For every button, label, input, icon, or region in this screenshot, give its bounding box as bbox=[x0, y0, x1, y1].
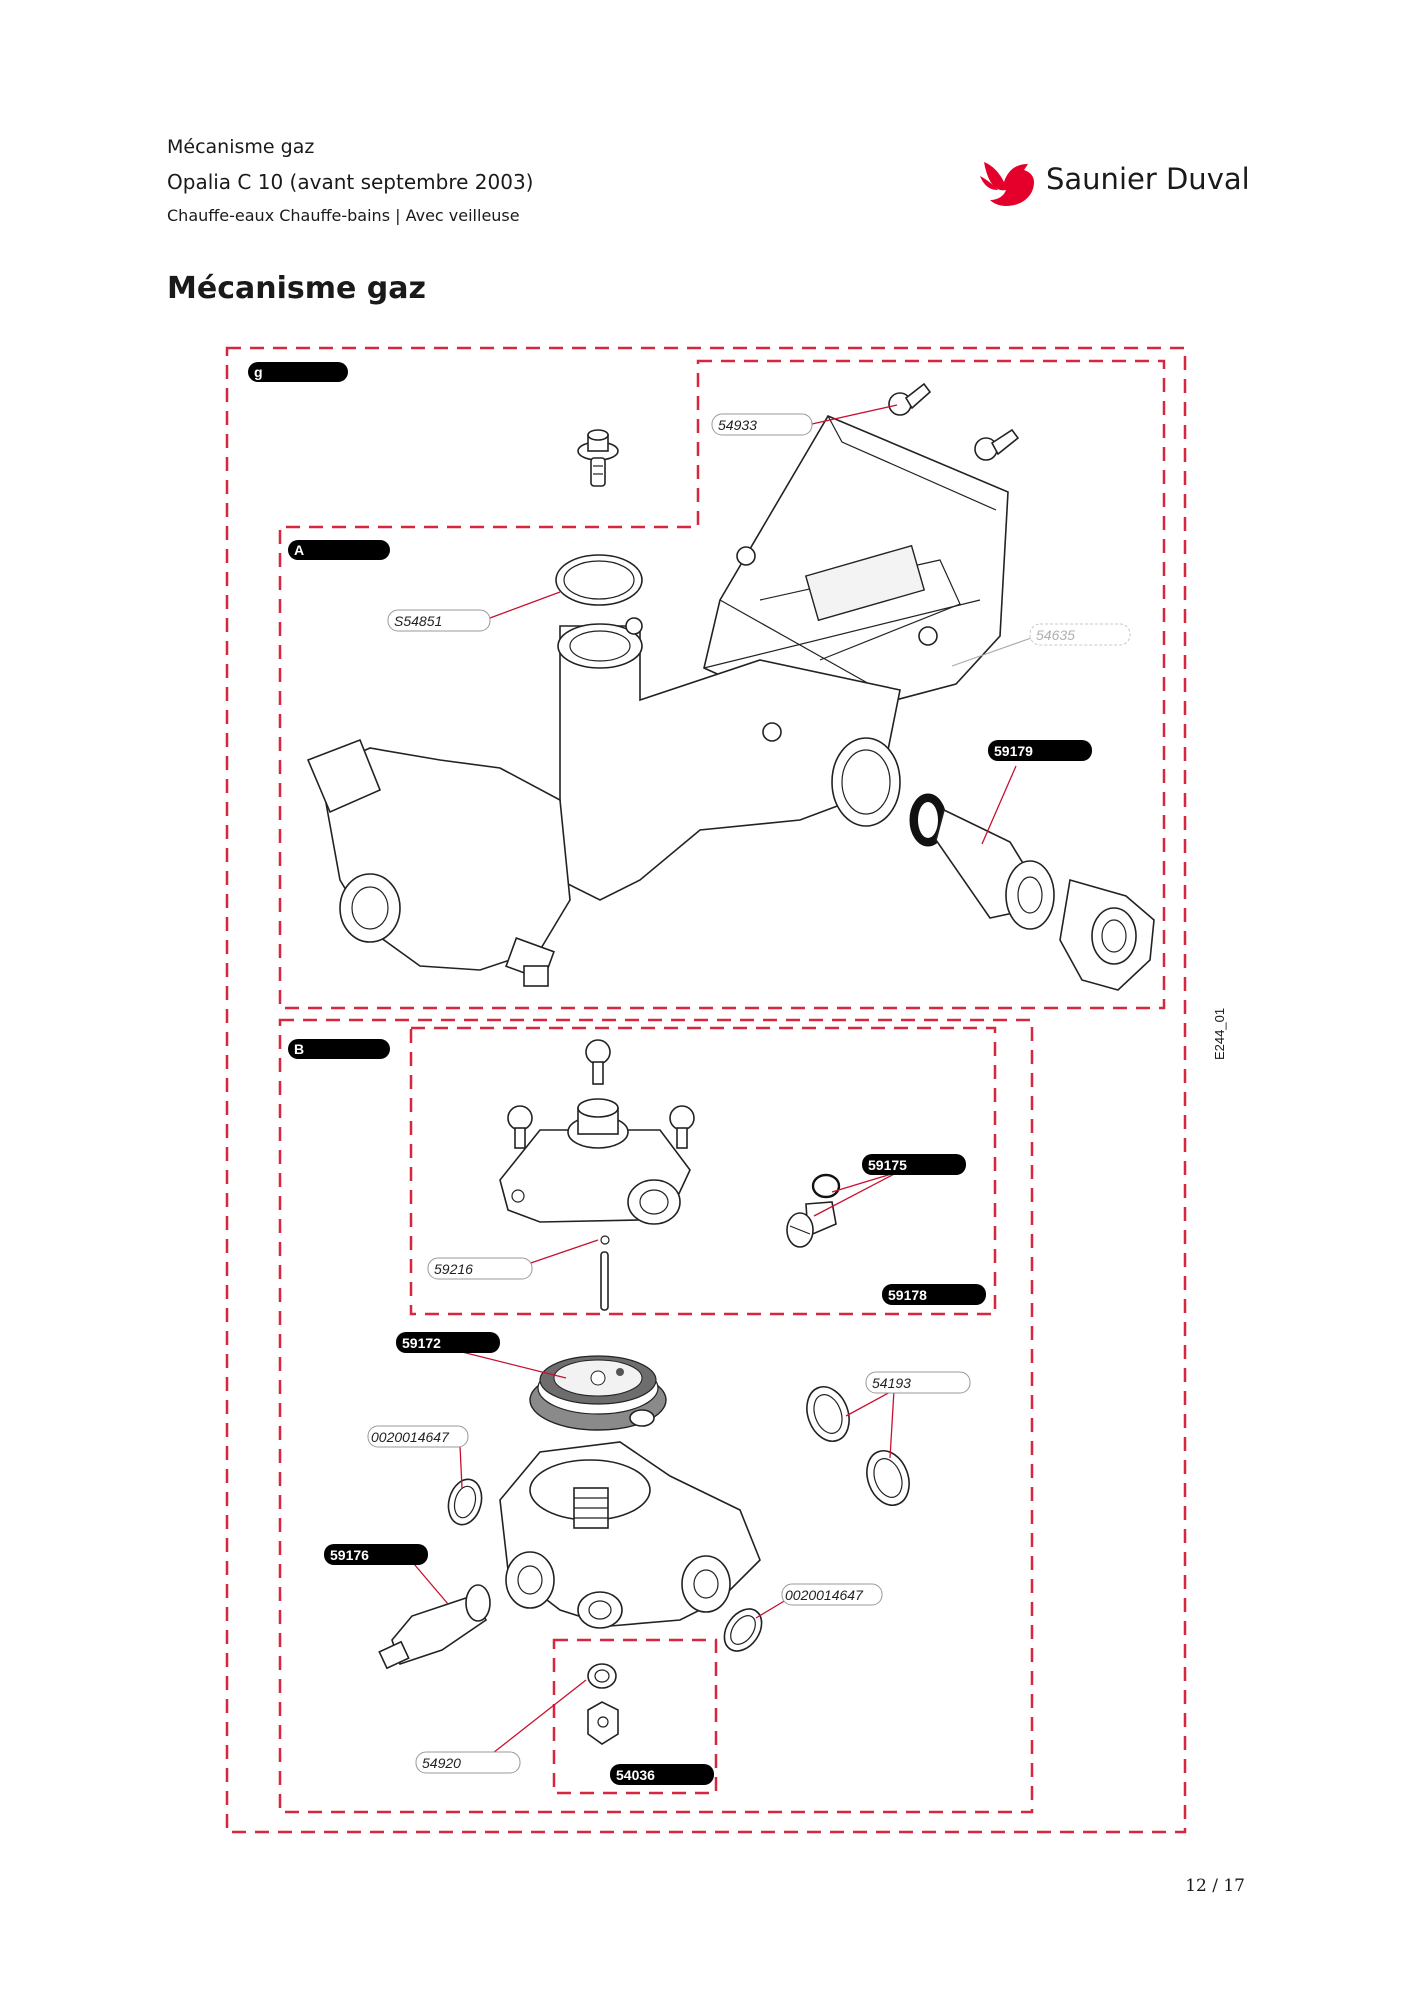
label-s54851: S54851 bbox=[387, 609, 491, 632]
label-s54851-text: S54851 bbox=[394, 613, 442, 629]
gasket-rings-part bbox=[806, 1386, 910, 1506]
label-59178: 59178 bbox=[882, 1284, 986, 1305]
label-59176-text: 59176 bbox=[330, 1547, 369, 1563]
leader-lines bbox=[413, 404, 1035, 1761]
label-0020014647-right: 0020014647 bbox=[781, 1583, 883, 1606]
label-54920-text: 54920 bbox=[422, 1755, 461, 1771]
label-59178-text: 59178 bbox=[888, 1287, 927, 1303]
label-54193-text: 54193 bbox=[872, 1375, 911, 1391]
pin-part bbox=[600, 1235, 610, 1311]
group-59178-frame bbox=[409, 1026, 997, 1316]
label-54920: 54920 bbox=[415, 1751, 521, 1774]
page-number: 12 / 17 bbox=[1185, 1876, 1245, 1896]
label-54635-text: 54635 bbox=[1036, 627, 1075, 643]
pilot-screw-part bbox=[577, 429, 619, 487]
label-59175: 59175 bbox=[862, 1154, 966, 1175]
group-54036-frame bbox=[552, 1638, 718, 1795]
brand-name: Saunier Duval bbox=[1046, 162, 1250, 196]
label-0020014647-left: 0020014647 bbox=[367, 1425, 469, 1448]
label-0020014647-left-text: 0020014647 bbox=[371, 1429, 450, 1445]
seal-ring-left-part bbox=[447, 1478, 483, 1526]
group-b-frame bbox=[278, 1018, 1034, 1814]
adjust-screw-part bbox=[786, 1173, 841, 1248]
regulator-body-part bbox=[499, 1441, 761, 1629]
group-tag-g: g bbox=[248, 362, 348, 382]
label-54036: 54036 bbox=[610, 1764, 714, 1785]
label-59179: 59179 bbox=[988, 740, 1092, 761]
label-54933-text: 54933 bbox=[718, 417, 757, 433]
label-59172: 59172 bbox=[396, 1332, 500, 1353]
bird-logo-icon bbox=[980, 162, 1034, 206]
bracket-screw-part bbox=[888, 382, 1020, 461]
label-59216: 59216 bbox=[427, 1257, 533, 1280]
seal-ring-right-part bbox=[723, 1608, 763, 1652]
group-tag-g-label: g bbox=[254, 364, 263, 380]
group-tag-a: A bbox=[288, 540, 390, 560]
label-59216-text: 59216 bbox=[434, 1261, 473, 1277]
label-0020014647-right-text: 0020014647 bbox=[785, 1587, 864, 1603]
label-54933: 54933 bbox=[711, 413, 813, 436]
o-ring-part bbox=[555, 554, 643, 606]
diaphragm-part bbox=[529, 1355, 667, 1431]
mounting-bracket-part bbox=[703, 414, 1009, 721]
header-category: Mécanisme gaz bbox=[167, 136, 315, 158]
valve-plug-part bbox=[909, 793, 1155, 991]
label-59179-text: 59179 bbox=[994, 743, 1033, 759]
label-59176: 59176 bbox=[324, 1544, 428, 1565]
header-product: Opalia C 10 (avant septembre 2003) bbox=[167, 170, 534, 194]
label-59172-text: 59172 bbox=[402, 1335, 441, 1351]
group-tag-b: B bbox=[288, 1039, 390, 1059]
group-g-frame bbox=[225, 346, 1187, 1834]
page-title: Mécanisme gaz bbox=[167, 271, 426, 306]
label-54635: 54635 bbox=[1029, 623, 1131, 646]
nut-washer-part bbox=[587, 1663, 619, 1745]
injector-fitting-part bbox=[378, 1584, 491, 1670]
group-tag-b-label: B bbox=[294, 1041, 304, 1057]
group-a-frame bbox=[278, 359, 1166, 1010]
label-54036-text: 54036 bbox=[616, 1767, 655, 1783]
label-54193: 54193 bbox=[865, 1371, 971, 1394]
saunier-duval-logo: Saunier Duval bbox=[978, 156, 1258, 212]
regulator-cover-part bbox=[499, 1039, 695, 1225]
label-59175-text: 59175 bbox=[868, 1157, 907, 1173]
group-tag-a-label: A bbox=[294, 542, 304, 558]
drawing-code: E244_01 bbox=[1212, 1007, 1227, 1060]
gas-valve-body-part bbox=[306, 617, 901, 987]
header-subtitle: Chauffe-eaux Chauffe-bains | Avec veille… bbox=[167, 206, 520, 225]
